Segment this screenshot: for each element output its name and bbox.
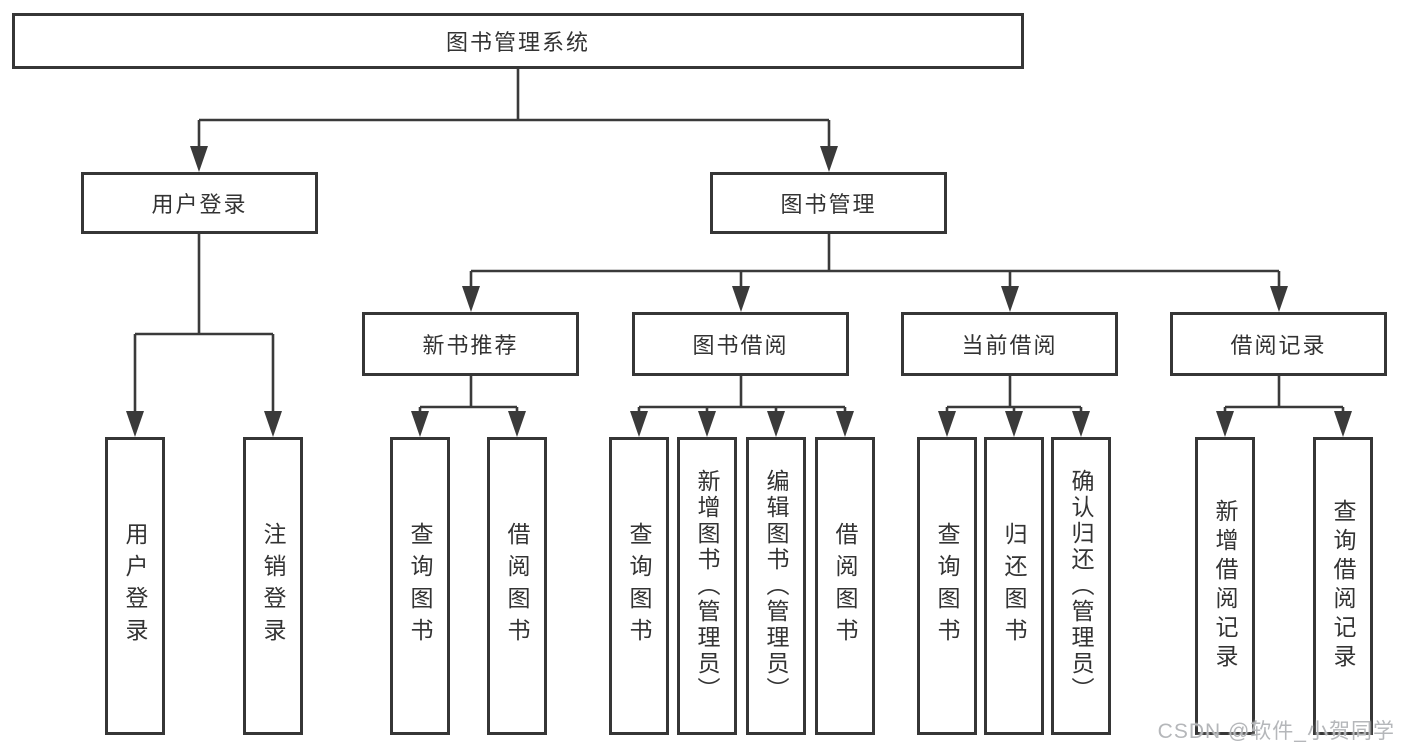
arrow-down-icon xyxy=(1072,411,1090,437)
arrow-down-icon xyxy=(1334,411,1352,437)
arrow-down-icon xyxy=(508,411,526,437)
arrow-down-icon xyxy=(836,411,854,437)
leaf-current-confirm-return: 确认归还（管理员） xyxy=(1051,437,1111,735)
arrow-down-icon xyxy=(698,411,716,437)
arrow-down-icon xyxy=(630,411,648,437)
leaf-current-query-book: 查询图书 xyxy=(917,437,977,735)
leaf-borrow-borrow-book: 借阅图书 xyxy=(815,437,875,735)
leaf-user-login: 用户登录 xyxy=(105,437,165,735)
leaf-logout-login: 注销登录 xyxy=(243,437,303,735)
leaf-borrow-query-book: 查询图书 xyxy=(609,437,669,735)
arrow-down-icon xyxy=(938,411,956,437)
arrow-down-icon xyxy=(264,411,282,437)
node-user-login: 用户登录 xyxy=(81,172,318,234)
node-root: 图书管理系统 xyxy=(12,13,1024,69)
arrow-down-icon xyxy=(411,411,429,437)
leaf-record-query-record: 查询借阅记录 xyxy=(1313,437,1373,735)
node-book-borrow: 图书借阅 xyxy=(632,312,849,376)
leaf-borrow-edit-book: 编辑图书（管理员） xyxy=(746,437,806,735)
arrow-down-icon xyxy=(732,286,750,312)
node-new-book-recommend: 新书推荐 xyxy=(362,312,579,376)
node-borrow-record: 借阅记录 xyxy=(1170,312,1387,376)
leaf-record-add-record: 新增借阅记录 xyxy=(1195,437,1255,735)
watermark: CSDN @软件_小贺同学 xyxy=(1157,720,1395,743)
arrow-down-icon xyxy=(462,286,480,312)
arrow-down-icon xyxy=(1001,286,1019,312)
leaf-borrow-add-book: 新增图书（管理员） xyxy=(677,437,737,735)
arrow-down-icon xyxy=(190,146,208,172)
arrow-down-icon xyxy=(1216,411,1234,437)
node-book-management: 图书管理 xyxy=(710,172,947,234)
arrow-down-icon xyxy=(126,411,144,437)
arrow-down-icon xyxy=(820,146,838,172)
arrow-down-icon xyxy=(1005,411,1023,437)
leaf-recommend-query-book: 查询图书 xyxy=(390,437,450,735)
leaf-current-return-book: 归还图书 xyxy=(984,437,1044,735)
arrow-down-icon xyxy=(767,411,785,437)
leaf-recommend-borrow-book: 借阅图书 xyxy=(487,437,547,735)
node-current-borrow: 当前借阅 xyxy=(901,312,1118,376)
arrow-down-icon xyxy=(1270,286,1288,312)
